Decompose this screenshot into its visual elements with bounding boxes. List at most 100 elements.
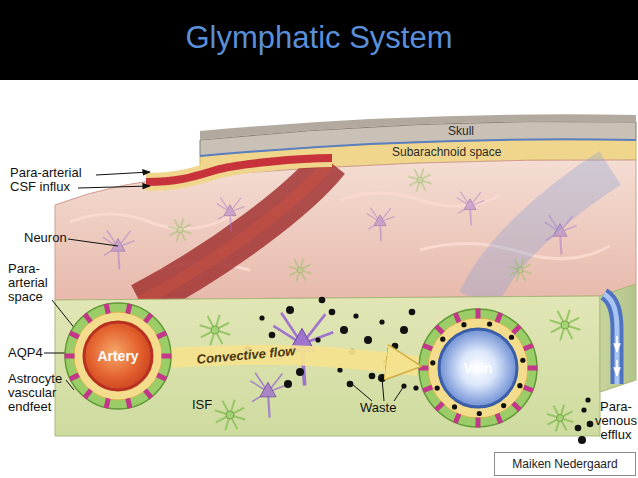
aqp4-channel [125,398,132,409]
aqp4-channel [453,312,461,323]
aqp4-channel [422,385,433,393]
waste-particle [337,367,342,372]
leader-line [44,353,67,354]
waste-particle [369,373,376,380]
gyrus-line [70,214,232,229]
aqp4-channel [156,331,167,340]
part-label: Para-arterial CSF influx [10,166,102,194]
astrocyte-body [177,227,183,233]
waste-particle [392,343,399,350]
part-label: Neuron [24,231,84,245]
leader-line [78,186,150,188]
neuron-body [374,215,386,226]
waste-particle [364,336,372,344]
neuron-cell [217,198,245,232]
aqp4-channel [476,418,481,428]
efflux-arrow [616,336,618,352]
aqp4-channel [69,331,80,340]
aqp4-channel [104,398,111,409]
astrocyte-body [226,411,234,419]
astrocyte-endfeet-ring [419,309,537,427]
aqp4-channel [162,354,172,359]
aqp4-channel [125,303,132,314]
perivascular-space [74,312,162,400]
neuron-body [224,205,236,216]
csf-sheath [146,158,332,182]
leader-line [96,172,150,175]
vessel-lumen [84,322,152,390]
waste-particle [477,411,482,416]
part-label: Subarachnoid space [392,145,522,159]
astrocyte-body [557,415,564,422]
vein-course [478,168,610,300]
astrocyte-body [211,326,219,334]
astrocyte-body [561,321,569,329]
waste-particle [353,313,358,318]
leader-line [382,378,384,401]
aqp4-channel [83,388,93,399]
aqp4-channel [104,303,111,314]
parenchyma-surface [55,160,636,300]
slide-title: Glymphatic System [0,20,638,56]
astrocyte-body [417,177,423,183]
astrocyte-cell [550,310,581,341]
aqp4-channel [511,324,522,335]
aqp4-channel [495,312,503,323]
waste-particle [585,397,590,402]
vessel-lumen [439,329,517,407]
astrocyte-body [517,267,523,273]
waste-particle [435,385,440,390]
neuron-body [260,382,276,396]
node-text: Vein [464,360,493,376]
neuron-body [464,199,476,210]
waste-particle [400,326,408,334]
waste-particle [501,403,506,408]
waste-particle [581,407,586,412]
waste-particle [319,297,326,304]
tissue-side [600,284,636,392]
aqp4-channel [143,388,153,399]
part-label: Waste [360,401,410,415]
credit-box: Maiken Nedergaard [494,452,636,476]
waste-particle [520,358,525,363]
leader-line [352,384,372,401]
aqp4-channel [143,313,153,324]
astrocyte-cell [215,400,246,431]
astrocyte-cell [547,405,574,432]
astrocyte-cell [509,259,532,282]
waste-particle [296,368,304,376]
waste-particle [517,383,522,388]
waste-particle [440,337,445,342]
part-label: Para-venous efflux [594,400,638,442]
waste-particle [461,322,466,327]
waste-particle [286,306,294,314]
leader-line [52,300,76,330]
part-label: ISF [192,398,222,412]
astrocyte-cell [409,169,432,192]
waste-particle [575,425,582,432]
efflux-arrow [616,360,618,376]
aqp4-channel [476,309,481,319]
waste-particle [452,404,457,409]
paravenous-lumen [604,294,617,384]
waste-particle [587,421,594,428]
skull-surface [200,114,636,140]
waste-particle [284,380,292,388]
aqp4-channel [528,366,538,371]
aqp4-channel [419,366,429,371]
part-label: Para-arterial space [8,262,62,304]
leader-line [68,239,118,246]
paravenous-vessel [604,294,617,384]
astrocyte-cell [289,259,312,282]
astrocyte-endfeet-ring [65,303,171,409]
waste-particle [329,309,336,316]
waste-particle [409,309,416,316]
aqp4-channel [511,401,522,412]
vein-cross-section: Vein [418,308,538,428]
astrocyte-body [297,267,303,273]
aqp4-channel [434,401,445,412]
aqp4-channel [523,343,534,351]
